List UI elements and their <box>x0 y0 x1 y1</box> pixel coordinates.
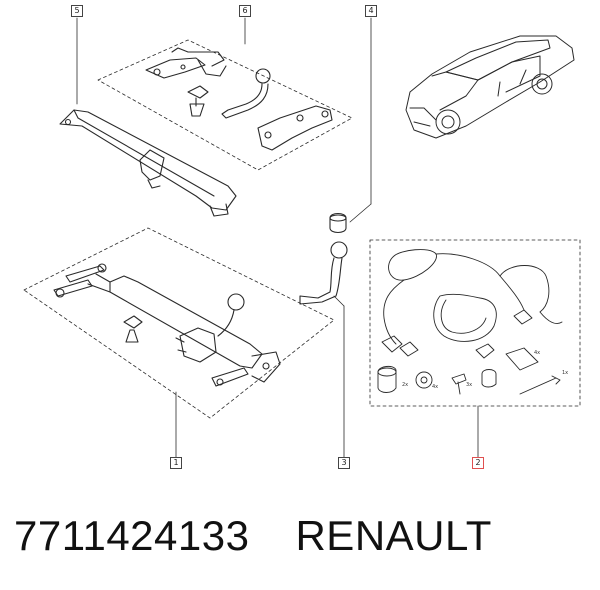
kit-1-frame <box>23 227 335 419</box>
wiring-harness-icon <box>377 249 563 395</box>
part-caption: 7711424133 RENAULT <box>14 512 492 572</box>
tow-neck-icon <box>299 241 348 305</box>
kit-2-frame <box>369 239 581 407</box>
callout-2: 2 <box>472 457 484 469</box>
leader-lines <box>76 17 479 459</box>
part-number: 7711424133 <box>14 512 250 559</box>
quantity-label: 4x <box>534 350 541 356</box>
ball-cap-icon <box>329 212 347 234</box>
quantity-label: 3x <box>466 382 473 388</box>
parts-diagram: 5 6 4 1 3 2 4x 2x 4x 3x 1x <box>23 5 581 469</box>
quantity-label: 2x <box>402 382 409 388</box>
mounting-bracket-icon <box>145 47 227 79</box>
callout-3: 3 <box>338 457 350 469</box>
side-plate-icon <box>257 105 333 151</box>
callout-4: 4 <box>365 5 377 17</box>
callout-1: 1 <box>170 457 182 469</box>
tow-bar-assembly-icon <box>53 263 281 387</box>
socket-cover-icon <box>123 315 143 343</box>
socket-cover-icon <box>187 85 209 117</box>
diagram-drawing <box>23 17 581 459</box>
brand-name: RENAULT <box>295 512 492 559</box>
callout-5: 5 <box>71 5 83 17</box>
quantity-label: 1x <box>562 370 569 376</box>
car-icon <box>405 35 575 139</box>
kit-6-frame <box>97 39 353 171</box>
quantity-label: 4x <box>432 384 439 390</box>
tow-ball-icon <box>221 68 271 119</box>
callout-6: 6 <box>239 5 251 17</box>
tow-crossbar-icon <box>59 109 237 217</box>
